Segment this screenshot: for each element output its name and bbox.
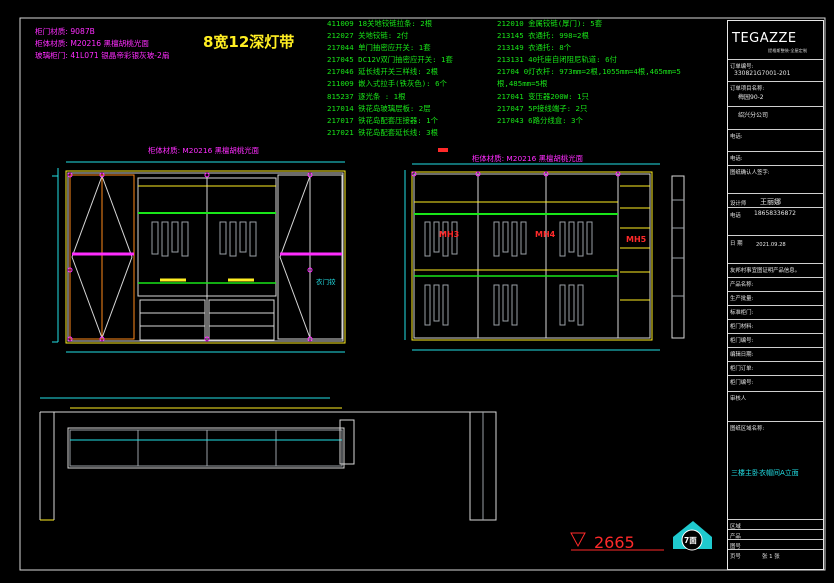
- spec-line: 217017 铁花岛配套压接器: 1个: [327, 115, 439, 125]
- plan-view: [39, 397, 497, 521]
- spec-line: 217043 6路分线盒: 3个: [497, 115, 583, 125]
- tb-row: 产品名称:: [728, 277, 823, 288]
- mh-label: MH3: [439, 230, 460, 239]
- tb-row: 电话 18658336872: [728, 207, 823, 219]
- right-elevation: [404, 148, 685, 351]
- tb-row: 图号: [728, 539, 823, 550]
- tb-row: 绍兴分公司: [728, 106, 823, 119]
- elevation-mark: [570, 532, 664, 551]
- spec-line: 根,485mm=5根: [497, 79, 548, 89]
- material-line: 柜体材质: M20216 黑檀胡桃光面: [35, 39, 150, 49]
- tb-row: 审核人: [728, 391, 823, 402]
- tb-row: 日 期 2021.09.28: [728, 235, 823, 248]
- right-elevation-label: 柜体材质: M20216 黑檀胡桃光面: [472, 154, 583, 163]
- spec-list-col1: 411009 18关地铰链拉条: 2根 212027 关地铰链: 2付 2170…: [327, 18, 453, 139]
- view-badge-shape: [673, 521, 712, 551]
- tb-row: 图纸区域名称: 三楼主卧衣帽间A立面: [728, 421, 823, 477]
- spec-line: 213145 衣通托: 998=2根: [497, 31, 589, 41]
- spec-line: 217041 变压器200W: 1只: [497, 91, 589, 101]
- door-note: 衣门铰: [316, 278, 336, 286]
- spec-line: 217044 单门抽密应开关: 1套: [327, 43, 431, 53]
- spec-line: 217046 延长线开关三样线: 2根: [327, 67, 439, 77]
- tb-row: 设计师 王丽娜: [728, 193, 823, 207]
- tb-row: 柜门编号:: [728, 333, 823, 344]
- left-elevation: [52, 161, 346, 353]
- spec-line: 211009 嵌入式拉手(铁灰色): 6个: [327, 79, 447, 89]
- tb-row: 产品: [728, 529, 823, 540]
- spec-line: 815237 逐光条 : 1根: [327, 91, 406, 101]
- tb-row: 标准柜门:: [728, 305, 823, 316]
- tb-row: 生产批量:: [728, 291, 823, 302]
- title-block: TEGAZZE 提格斯整装·全屋定制 订单编号: 330821G7001-201…: [727, 20, 824, 570]
- tb-row: 电话:: [728, 129, 823, 140]
- spec-list-col2: 212010 金属铰链(厚门): 5套 213145 衣通托: 998=2根 2…: [497, 18, 681, 127]
- material-line: 玻璃柜门: 41L071 银晶帝彩银灰玻-2扇: [35, 51, 170, 61]
- spec-line: 411009 18关地铰链拉条: 2根: [327, 19, 433, 28]
- spec-line: 212027 关地铰链: 2付: [327, 31, 409, 41]
- spec-line: 217021 铁花岛配套延长线: 3根: [327, 127, 439, 137]
- drawing-area-name: 三楼主卧衣帽间A立面: [731, 469, 799, 477]
- tb-row: 柜门订单:: [728, 361, 823, 372]
- elevation-mark-value: 2665: [594, 533, 635, 552]
- brand-logo: TEGAZZE: [732, 31, 797, 46]
- spec-line: 217045 DC12V双门抽密应开关: 1套: [327, 55, 453, 65]
- tb-row: 页号 张 1 张: [728, 549, 823, 560]
- spec-line: 213131 40托座自闭阻尼轨道: 6付: [497, 55, 617, 65]
- materials-block: 柜门材质: 9087B 柜体材质: M20216 黑檀胡桃光面 玻璃柜门: 41…: [35, 26, 169, 63]
- mh-label: MH5: [626, 235, 647, 244]
- tb-row: 友邦村事宜图证明产品信息。: [728, 263, 823, 274]
- tb-row: 柜门材料:: [728, 319, 823, 330]
- tb-row: 图纸确认人签字:: [728, 165, 823, 176]
- drawing-frame: [19, 17, 826, 571]
- tb-row: 编辑日期:: [728, 347, 823, 358]
- tb-row: 电话:: [728, 151, 823, 162]
- spec-line: 212010 金属铰链(厚门): 5套: [497, 19, 603, 28]
- tb-row: 订单项目名称: 梅园90-2: [728, 81, 823, 101]
- spec-line: 217047 5P接线端子: 2只: [497, 103, 588, 113]
- material-line: 柜门材质: 9087B: [35, 27, 95, 36]
- brand-subtitle: 提格斯整装·全屋定制: [768, 48, 808, 53]
- mh-label: MH4: [535, 230, 556, 239]
- tb-row: 订单编号: 330821G7001-201: [728, 59, 823, 77]
- left-elevation-label: 柜体材质: M20216 黑檀胡桃光面: [148, 146, 259, 155]
- view-badge-label: 7面: [684, 536, 697, 545]
- header-title: 8宽12深灯带: [203, 33, 295, 51]
- spec-line: 217014 铁花岛玻璃层板: 2层: [327, 103, 431, 113]
- spec-line: 213149 衣通托: 8个: [497, 43, 572, 53]
- spec-line: 21704 0灯衣杆: 973mm=2根,1055mm=4根,465mm=5: [497, 67, 681, 77]
- tb-row: 区域: [728, 519, 823, 530]
- tb-row: 柜门编号:: [728, 375, 823, 386]
